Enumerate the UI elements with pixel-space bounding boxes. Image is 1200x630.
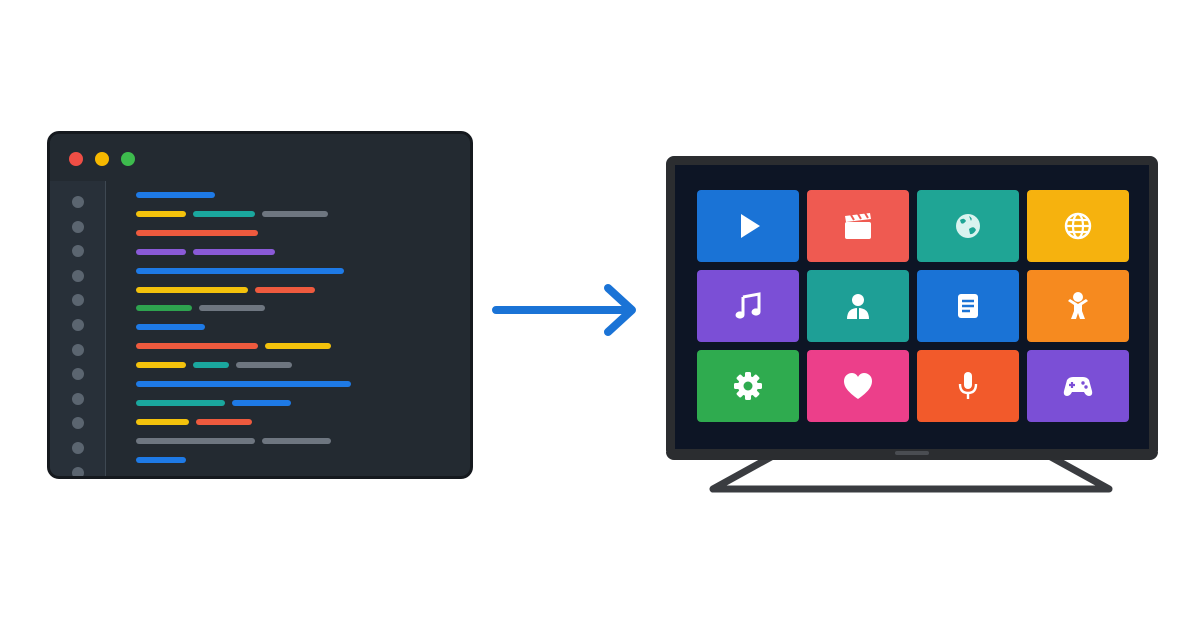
code-token	[136, 267, 344, 274]
code-token	[136, 324, 206, 331]
tv-logo	[895, 451, 929, 455]
code-token	[136, 305, 193, 312]
app-tile[interactable]	[917, 270, 1019, 342]
code-token	[265, 343, 332, 350]
code-token	[235, 362, 292, 369]
line-marker	[72, 392, 84, 405]
microphone-icon	[958, 372, 978, 399]
gutter-divider	[105, 181, 106, 476]
code-token	[136, 229, 259, 236]
code-token	[136, 418, 189, 425]
code-token	[136, 456, 186, 463]
code-token	[136, 362, 186, 369]
app-tile[interactable]	[697, 270, 799, 342]
line-marker	[72, 343, 84, 356]
code-token	[262, 210, 329, 217]
app-tile[interactable]	[697, 190, 799, 262]
app-tile[interactable]	[917, 350, 1019, 422]
code-token	[195, 418, 252, 425]
code-token	[136, 381, 351, 387]
kids-icon	[1068, 292, 1088, 319]
globe-icon	[1064, 212, 1092, 240]
minimize-dot[interactable]	[95, 152, 109, 166]
gear-icon	[734, 372, 762, 400]
tv-stand	[709, 453, 1113, 493]
app-tile[interactable]	[807, 350, 909, 422]
play-icon	[741, 214, 760, 238]
app-tile[interactable]	[1027, 270, 1129, 342]
code-token	[192, 362, 229, 369]
arrow-right-icon	[492, 284, 636, 336]
code-token	[261, 437, 332, 444]
code-token	[255, 286, 315, 293]
line-marker	[72, 269, 84, 282]
code-token	[136, 437, 255, 444]
line-marker	[72, 220, 84, 233]
code-token	[136, 210, 186, 217]
app-tile[interactable]	[1027, 350, 1129, 422]
code-token	[232, 399, 292, 406]
app-tile[interactable]	[1027, 190, 1129, 262]
close-dot[interactable]	[69, 152, 83, 166]
line-marker	[72, 368, 84, 381]
editor-titlebar	[50, 134, 470, 181]
app-tile[interactable]	[807, 270, 909, 342]
code-token	[136, 286, 249, 293]
heart-icon	[844, 373, 872, 399]
line-marker	[72, 196, 84, 208]
line-marker	[72, 417, 84, 430]
music-note-icon	[735, 292, 761, 319]
maximize-dot[interactable]	[121, 152, 135, 166]
line-marker	[72, 294, 84, 307]
code-token	[136, 343, 259, 350]
clapperboard-icon	[845, 212, 871, 239]
code-editor-window	[47, 131, 473, 479]
line-marker	[72, 466, 84, 476]
gamepad-icon	[1063, 377, 1093, 396]
code-token	[192, 248, 275, 255]
code-token	[136, 192, 216, 198]
code-token	[136, 248, 186, 255]
code-token	[192, 210, 256, 217]
code-token	[199, 305, 266, 312]
line-marker	[72, 442, 84, 454]
earth-icon	[956, 214, 980, 238]
app-tile[interactable]	[807, 190, 909, 262]
news-icon	[958, 294, 978, 318]
line-marker	[72, 319, 84, 331]
line-number-gutter	[50, 181, 106, 476]
app-tile[interactable]	[917, 190, 1019, 262]
person-icon	[847, 294, 869, 319]
app-tile[interactable]	[697, 350, 799, 422]
code-token	[136, 399, 226, 406]
line-marker	[72, 245, 84, 258]
